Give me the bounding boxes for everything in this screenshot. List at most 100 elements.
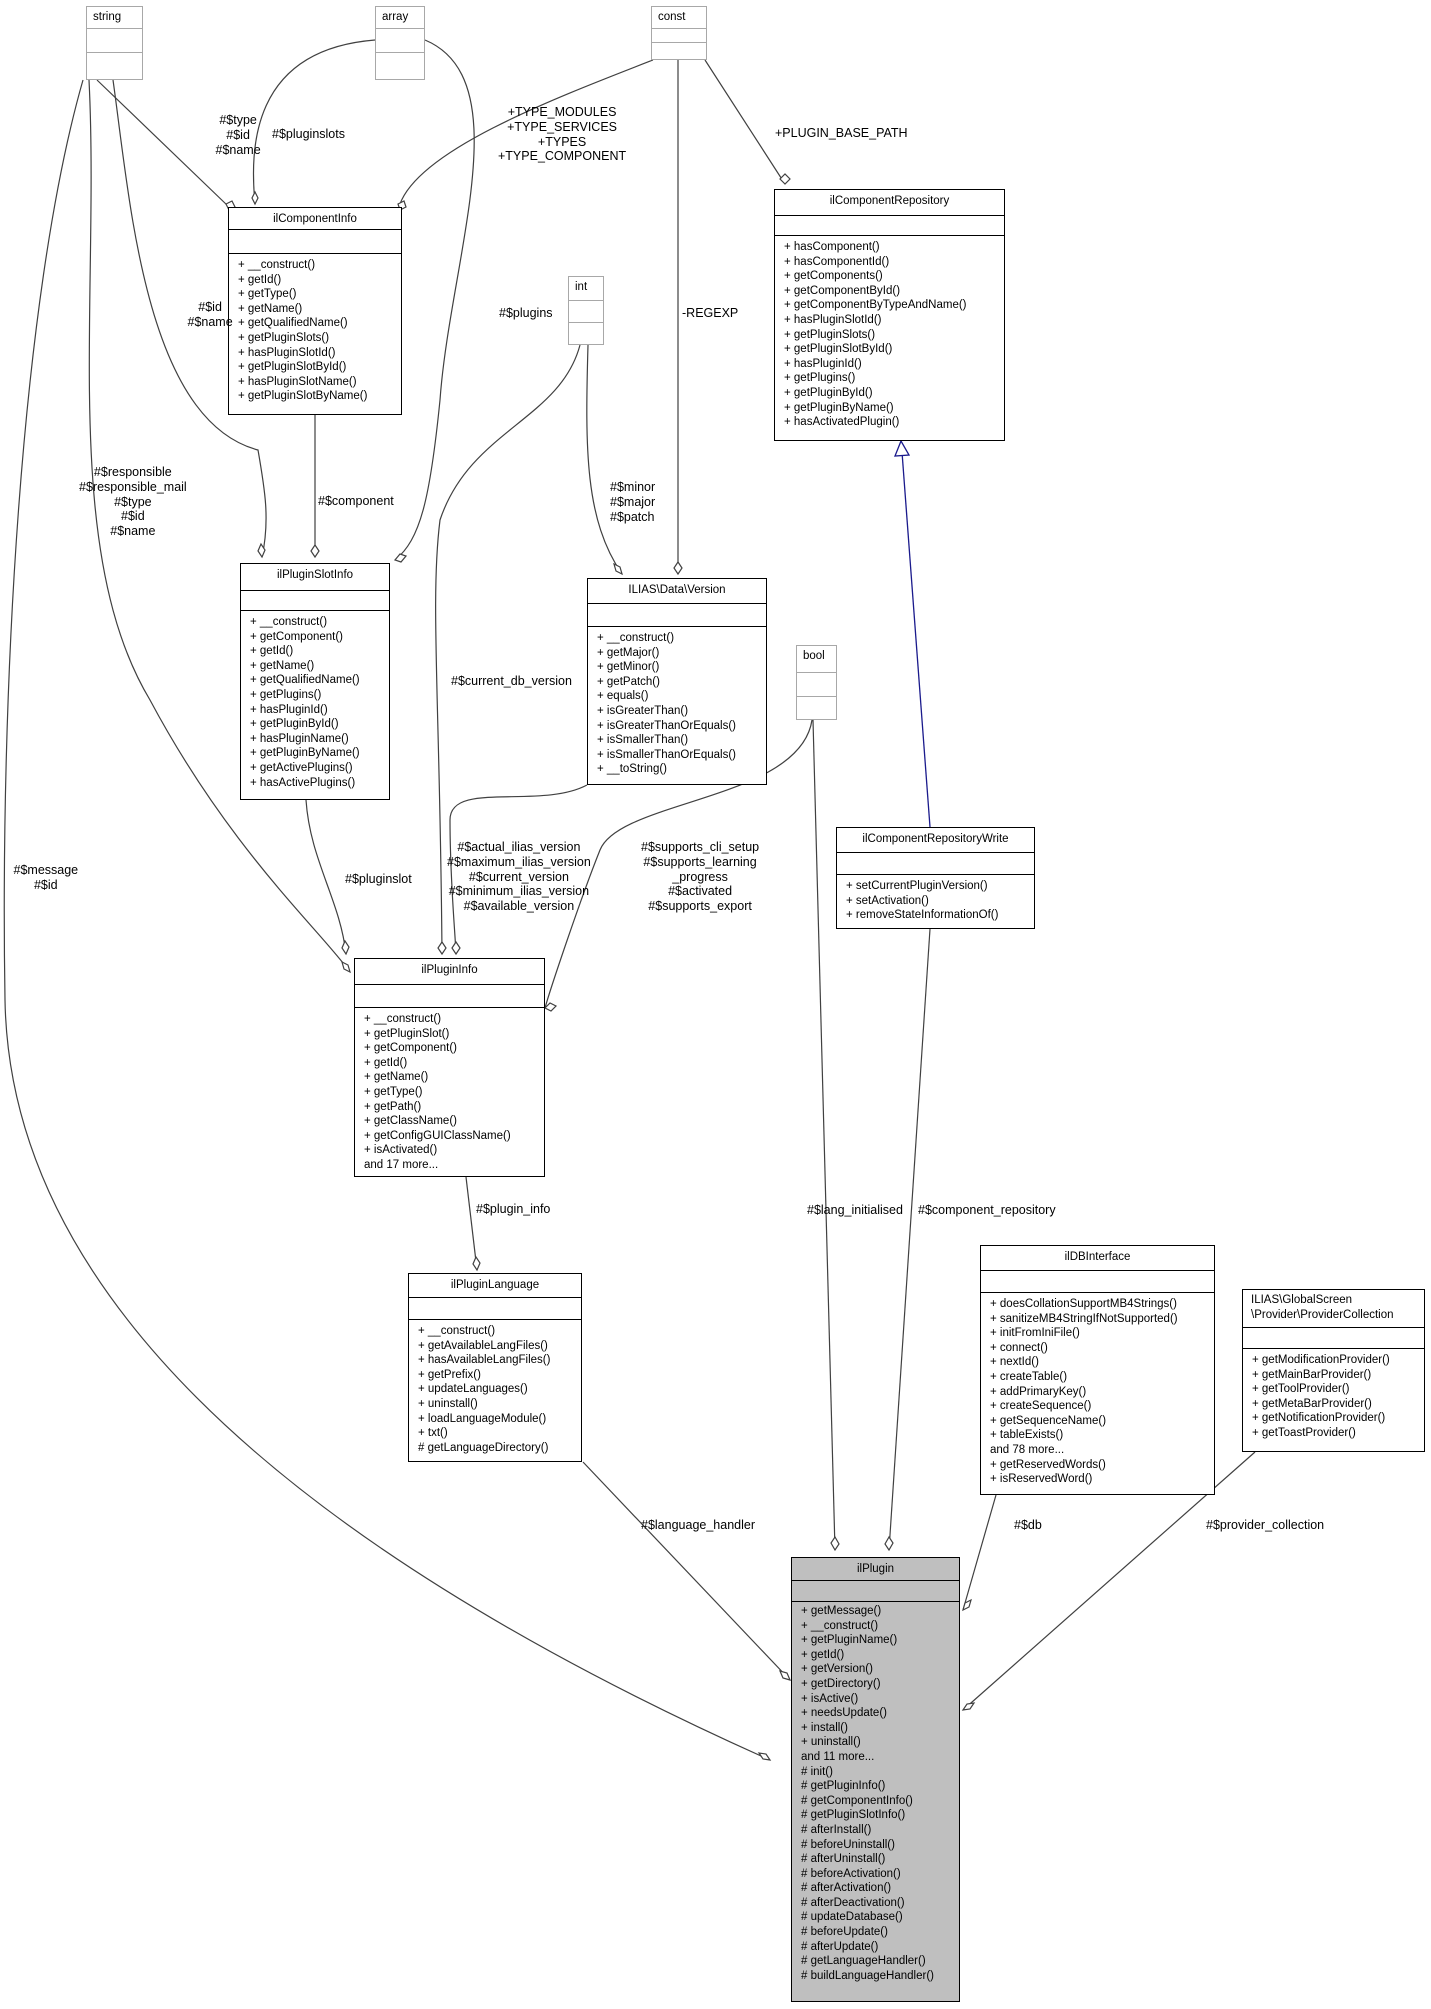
edge-string-ilcomponentinfo [96,79,229,207]
edge-int-version [586,344,623,575]
method-item: + getPluginByName() [784,401,894,414]
method-item: + isActivated() [364,1144,438,1157]
diamond [673,560,683,576]
label-line: #$maximum_ilias_version [447,854,591,869]
method-item: + __construct() [597,632,675,644]
method-item: # getLanguageDirectory() [418,1441,549,1454]
method-item: + isActive() [801,1692,859,1705]
method-item: + hasActivePlugins() [250,776,356,789]
method-item: + loadLanguageModule() [418,1412,547,1425]
class-ILIAS-Data-Version: ILIAS\Data\Version + __construct()+ getM… [587,578,767,785]
method-item: + hasPluginSlotId() [238,346,336,359]
method-list: + __construct()+ getComponent()+ getId()… [241,611,389,792]
label-plugin-info: #$plugin_info [476,1202,551,1216]
label-line: #$id [33,877,58,892]
edge-const-ilcomponentinfo [399,59,654,205]
method-item: + getNotificationProvider() [1252,1412,1386,1425]
edge-ilplugininfo-ilpluginlanguage [465,1176,478,1271]
method-item: + nextId() [990,1356,1039,1369]
edge-bool-ilplugin [812,719,836,1551]
label-pluginslots: #$pluginslots [272,127,345,141]
method-item: + __construct() [238,259,316,271]
label-versions: #$actual_ilias_version#$maximum_ilias_ve… [447,840,591,914]
method-item: + getConfigGUIClassName() [364,1129,511,1142]
method-item: + getReservedWords() [990,1458,1106,1471]
diamond [962,1598,972,1612]
class-name: array [376,7,424,29]
method-list: + hasComponent()+ hasComponentId()+ getC… [775,236,1004,432]
class-name: bool [797,646,836,673]
label-lang-initialised: #$lang_initialised [807,1203,903,1217]
method-item: + getAvailableLangFiles() [418,1339,548,1352]
class-name: ilPluginLanguage [409,1274,581,1298]
class-name: ilPluginInfo [355,959,544,985]
method-item: + getPluginName() [801,1634,898,1647]
method-item: # beforeActivation() [801,1867,901,1880]
label-line: #$responsible_mail [79,479,187,494]
method-item: + getPluginSlotById() [784,343,893,356]
method-item: # buildLanguageHandler() [801,1969,934,1982]
method-item: # getPluginSlotInfo() [801,1809,906,1822]
method-item: + hasPluginSlotName() [238,375,357,388]
edge-ilpluginlanguage-ilplugin [582,1461,791,1681]
method-item: # getComponentInfo() [801,1794,913,1807]
edge-string-ilplugininfo [88,79,351,973]
method-item: + hasAvailableLangFiles() [418,1354,551,1367]
method-item: + isGreaterThanOrEquals() [597,719,737,732]
method-item: + doesCollationSupportMB4Strings() [990,1298,1177,1310]
method-item: + getMainBarProvider() [1252,1368,1372,1381]
method-list: + getModificationProvider()+ getMainBarP… [1243,1349,1424,1443]
method-item: # init() [801,1765,833,1778]
method-item: + getMessage() [801,1605,882,1617]
method-item: # getLanguageHandler() [801,1955,926,1968]
method-item: + isSmallerThanOrEquals() [597,748,737,761]
method-item: + createTable() [990,1370,1068,1383]
method-list: + doesCollationSupportMB4Strings()+ sani… [981,1293,1214,1489]
method-item: + __construct() [801,1619,879,1632]
method-item: # afterDeactivation() [801,1896,905,1909]
diamond [830,1535,840,1552]
method-item: + __toString() [597,763,667,776]
class-name: ILIAS\Data\Version [588,579,766,604]
edge-int-ilplugininfo [435,344,581,955]
label-line: #$supports_export [648,899,752,914]
method-item: + getComponent() [364,1042,458,1055]
method-item: + getName() [364,1071,429,1084]
label-line: #$current_version [468,869,569,884]
method-item: # updateDatabase() [801,1911,903,1924]
label-line: #$message [13,863,79,877]
method-item: + hasComponentId() [784,255,890,268]
method-item: + connect() [990,1341,1048,1354]
method-item: + hasActivatedPlugin() [784,416,900,429]
diamond [757,1752,772,1761]
class-ilComponentInfo: ilComponentInfo + __construct()+ getId()… [228,207,402,415]
method-item: + getPluginSlots() [784,328,876,341]
class-ilPlugin: ilPlugin + getMessage()+ __construct()+ … [791,1557,960,2002]
label-line: #$activated [668,884,733,899]
label-line: #$id [226,127,250,142]
class-name: ilComponentRepository [775,190,1004,216]
label-type-id-name: #$type#$id#$name [216,113,261,157]
label-responsible: #$responsible#$responsible_mail#$type#$i… [79,465,187,539]
diamond [341,960,351,974]
diamond [779,173,791,185]
method-item: # beforeUninstall() [801,1838,895,1851]
method-item: + getType() [364,1085,423,1098]
method-item: + updateLanguages() [418,1383,528,1396]
method-item: + getComponentByTypeAndName() [784,299,967,312]
method-item: + equals() [597,690,649,703]
diamond [543,1002,558,1012]
method-item: + getDirectory() [801,1677,881,1690]
label-line: #$name [187,314,233,329]
method-list: + getMessage() + __construct() + getPlugin… [792,1602,959,1985]
label-id-name: #$id#$name [188,300,233,330]
method-item: + getPluginSlot() [364,1027,450,1040]
method-item: + getActivePlugins() [250,761,353,774]
method-item: + getPluginByName() [250,747,360,760]
method-item: + getPluginById() [784,386,873,399]
label-language-handler: #$language_handler [641,1518,755,1532]
method-item: + addPrimaryKey() [990,1385,1087,1398]
method-item: and 17 more... [364,1158,439,1171]
class-int: int [568,276,604,345]
